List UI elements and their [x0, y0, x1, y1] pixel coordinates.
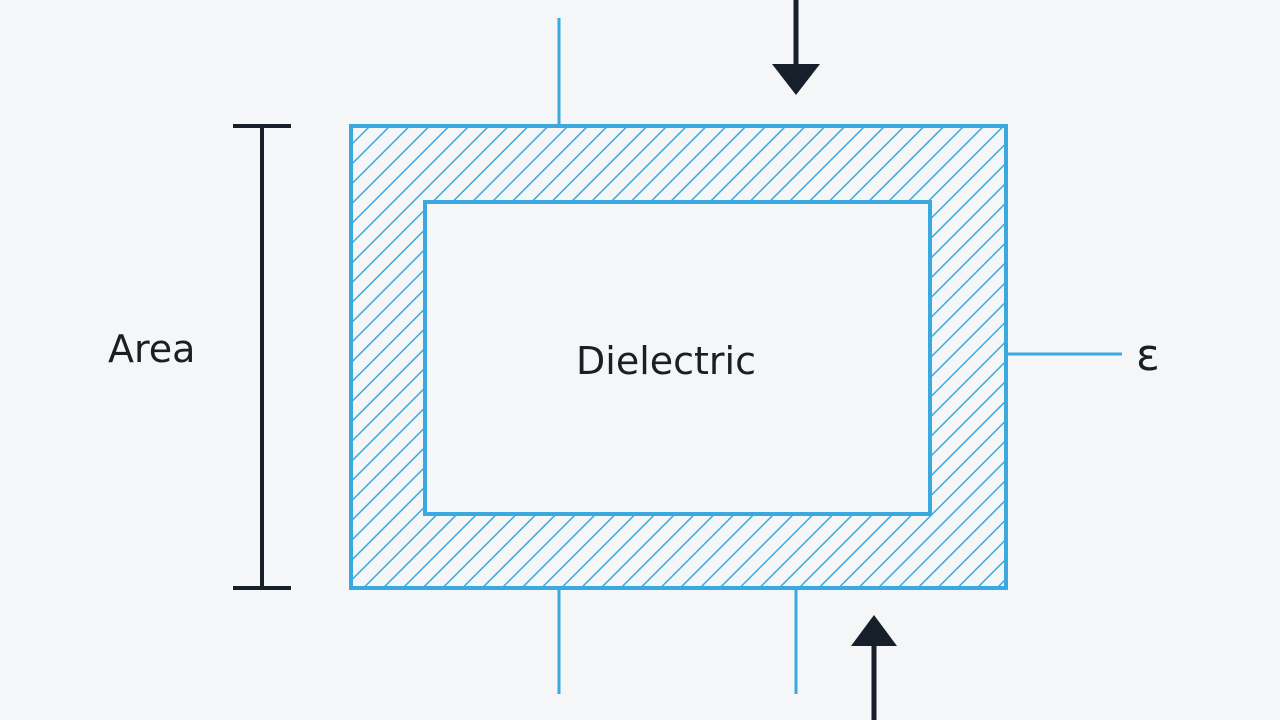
top-arrow-down-icon	[772, 0, 820, 95]
outer-plate-border	[349, 124, 1008, 590]
dielectric-label: Dielectric	[576, 339, 756, 383]
hatched-plate-frame	[351, 126, 1006, 588]
bottom-arrow-up-icon	[851, 615, 897, 720]
area-label: Area	[108, 327, 196, 371]
area-dimension-bracket	[233, 124, 291, 590]
epsilon-label: ε	[1136, 330, 1160, 381]
dielectric-region	[423, 200, 932, 516]
